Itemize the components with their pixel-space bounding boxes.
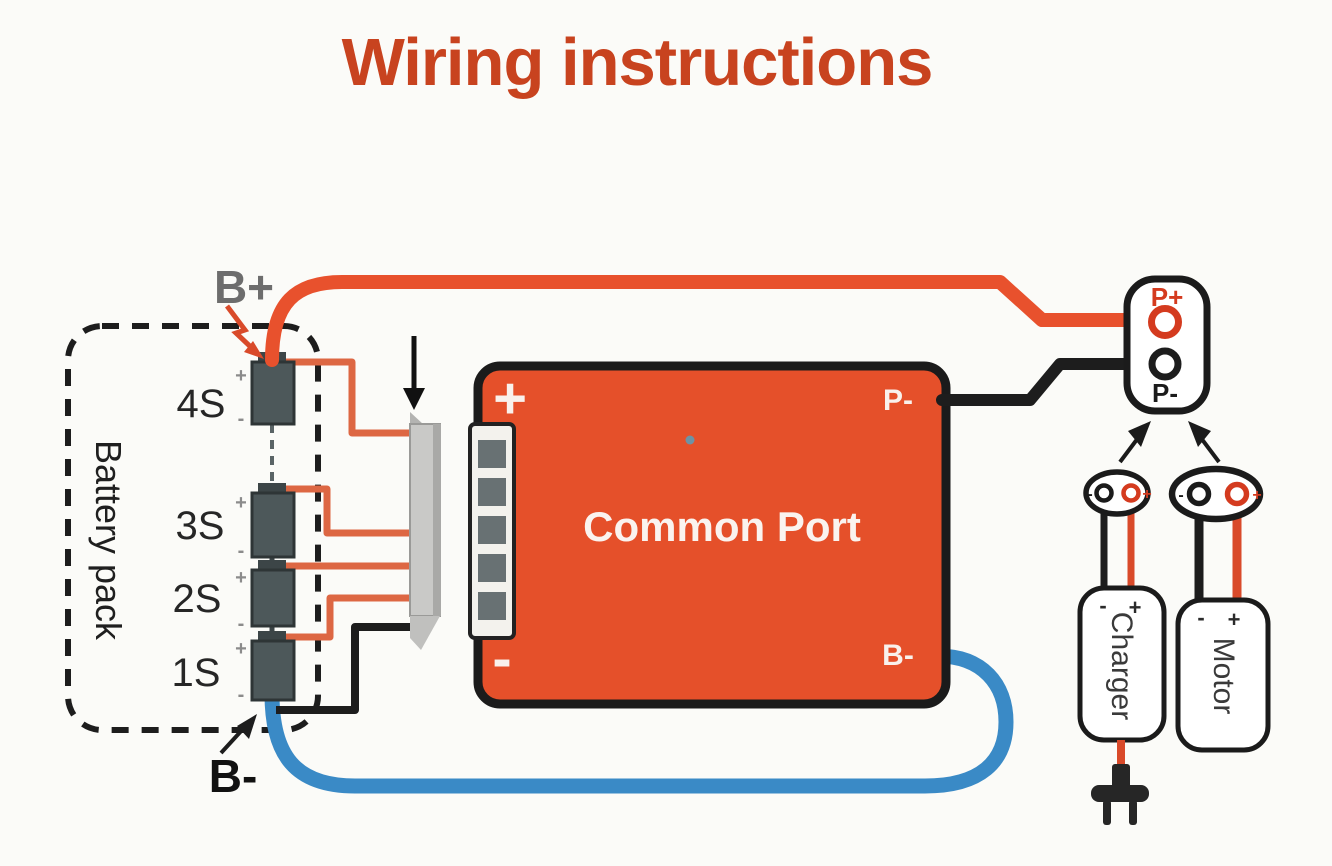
balance-plug-bottom xyxy=(410,616,440,650)
bms-b-minus-label: B- xyxy=(882,639,914,672)
cell-2s xyxy=(250,568,296,628)
motor-arrow-icon xyxy=(1199,436,1221,464)
motor-box-body xyxy=(1175,597,1271,753)
balance-plug-tip xyxy=(410,412,423,424)
battery-cell-group: 4S 3S 2S 1S + - + - + - + - xyxy=(172,352,296,706)
charger-arrow-icon xyxy=(1118,436,1140,464)
cell-4s-plus-mark: + xyxy=(235,365,247,387)
bms-socket-pin xyxy=(478,516,506,544)
cell-terminal xyxy=(258,560,286,571)
bms-p-minus-label: P- xyxy=(883,384,913,417)
p-minus-terminal xyxy=(1148,347,1182,381)
charger-minus-mark: - xyxy=(1099,593,1106,618)
cell-1s-plus-mark: + xyxy=(235,638,247,660)
charger-plug-oval xyxy=(1083,469,1151,517)
page-title: Wiring instructions xyxy=(341,25,934,100)
cell-terminal xyxy=(258,631,286,642)
charger-plug-plus-mark: + xyxy=(1142,486,1151,503)
ac-plug-bar xyxy=(1091,785,1149,802)
motor-plug-plus-mark: + xyxy=(1252,487,1261,504)
bms-socket-pin xyxy=(478,478,506,506)
charger-plug-minus-mark: - xyxy=(1087,486,1092,503)
cell-3s-plus-mark: + xyxy=(235,492,247,514)
charger-plug-neg-terminal xyxy=(1094,483,1114,503)
ac-plug-prong xyxy=(1103,800,1111,825)
motor-plug-pos-terminal xyxy=(1224,481,1250,507)
cell-4s xyxy=(250,360,296,426)
cell-3s-label: 3S xyxy=(176,504,225,548)
cell-3s xyxy=(250,491,296,559)
balance-wire-bminus xyxy=(276,623,412,714)
cell-2s-minus-mark: - xyxy=(238,613,245,635)
charger-arrowhead-icon xyxy=(1128,421,1151,447)
battery-pack-outline xyxy=(65,323,321,733)
charger-plug: - + xyxy=(1083,469,1152,588)
balance-wire-1s xyxy=(278,594,410,641)
main-wire-bplus xyxy=(265,275,1155,367)
charger-label: Charger xyxy=(1105,612,1138,720)
b-minus-label: B- xyxy=(209,750,258,802)
b-plus-label: B+ xyxy=(214,261,274,313)
bms-board-title: Common Port xyxy=(583,503,861,550)
motor-plus-mark: + xyxy=(1228,607,1241,632)
ac-plug-stem xyxy=(1112,764,1130,788)
discharge-connector: P+ P- xyxy=(1123,275,1211,415)
bms-socket-pin xyxy=(478,440,506,468)
balance-wire-4s xyxy=(278,358,410,437)
motor-box: - + Motor xyxy=(1175,597,1271,753)
charger-plug-pos-terminal xyxy=(1121,483,1141,503)
cell-4s-minus-mark: - xyxy=(238,408,245,430)
bms-plus-label: + xyxy=(493,366,527,431)
discharge-connector-body xyxy=(1123,275,1211,415)
cell-terminal xyxy=(258,483,286,494)
ac-plug-icon xyxy=(1091,764,1149,825)
p-plus-terminal xyxy=(1148,305,1182,339)
cell-2s-label: 2S xyxy=(173,577,222,621)
charger-box: - + Charger xyxy=(1077,585,1167,743)
motor-arrowhead-icon xyxy=(1188,421,1211,447)
cell-2s-plus-mark: + xyxy=(235,567,247,589)
bms-socket-pin xyxy=(478,592,506,620)
main-wire-bminus-blue xyxy=(264,648,1014,794)
p-minus-label: P- xyxy=(1152,378,1178,408)
motor-minus-mark: - xyxy=(1197,605,1204,630)
b-plus-arrowhead-icon xyxy=(244,341,264,359)
motor-plug-minus-mark: - xyxy=(1178,487,1183,504)
b-plus-arrow-icon xyxy=(225,304,256,352)
balance-plug-shade xyxy=(433,424,441,616)
b-minus-arrowhead-icon xyxy=(237,714,257,739)
cell-3s-minus-mark: - xyxy=(238,540,245,562)
main-wire-pminus xyxy=(936,358,1154,406)
balance-plug xyxy=(409,412,441,650)
bms-socket-pin xyxy=(478,554,506,582)
cell-1s-label: 1S xyxy=(172,651,221,695)
bms-socket-pins xyxy=(478,440,506,620)
charger-plus-mark: + xyxy=(1129,595,1142,620)
bms-led-dot xyxy=(685,435,695,445)
balance-wire-3s xyxy=(278,485,410,537)
motor-label: Motor xyxy=(1207,638,1240,715)
motor-plug-neg-terminal xyxy=(1186,481,1212,507)
ac-plug-prong xyxy=(1129,800,1137,825)
motor-plug-oval xyxy=(1168,465,1264,523)
motor-plug: - + xyxy=(1168,465,1264,600)
cell-1s xyxy=(250,639,296,702)
balance-plug-arrowhead-icon xyxy=(403,388,425,410)
b-minus-arrow-icon xyxy=(219,727,245,755)
cell-1s-minus-mark: - xyxy=(238,684,245,706)
battery-pack-label: Battery pack xyxy=(88,440,129,641)
bms-minus-label: - xyxy=(492,626,511,691)
cell-4s-label: 4S xyxy=(177,382,226,426)
